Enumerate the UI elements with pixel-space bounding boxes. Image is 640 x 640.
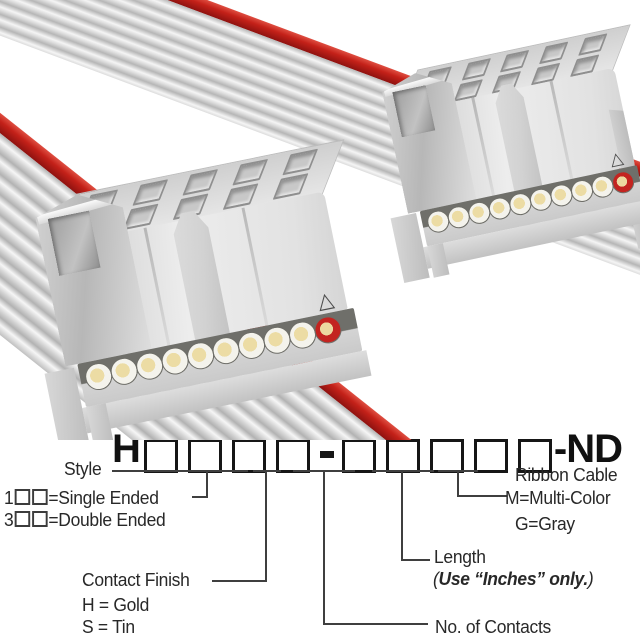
char-box (31, 489, 48, 505)
pn-box (517, 439, 552, 473)
wire-end (184, 339, 217, 372)
pin1-triangle-icon: △ (315, 287, 336, 314)
leader-line (323, 623, 428, 625)
wire-end (261, 324, 293, 357)
style-title: Style (64, 459, 102, 479)
pn-boxes-group1 (143, 430, 320, 473)
leader-line (265, 470, 267, 582)
leader-line (206, 470, 208, 498)
contact-finish-tin: S = Tin (82, 617, 135, 637)
leader-line (401, 470, 403, 561)
leader-line (457, 470, 459, 497)
wire-end (235, 329, 268, 362)
leader-line (457, 495, 507, 497)
ribbon-cable-title: Ribbon Cable (515, 465, 618, 485)
socket-hole (182, 169, 219, 196)
wire-end (108, 355, 141, 388)
socket-hole (500, 49, 530, 73)
leader-line (323, 470, 325, 625)
ribbon-cable-multicolor: M=Multi-Color (505, 488, 611, 508)
length-note: (Use “Inches” only.) (433, 569, 594, 589)
wire-end (210, 334, 243, 367)
polarization-key (162, 207, 238, 343)
leader-line (372, 470, 434, 472)
leader-line (192, 496, 208, 498)
contact-finish-title: Contact Finish (82, 570, 190, 590)
char-box (31, 511, 48, 527)
wire-end (159, 345, 192, 377)
char-box (14, 511, 30, 527)
style-option-single: 1=Single Ended (4, 488, 159, 508)
socket-hole (281, 148, 318, 176)
pn-box (341, 439, 376, 473)
socket-hole (461, 58, 491, 81)
wire-end-red-pin1 (610, 169, 637, 196)
pn-box (385, 439, 420, 473)
ribbon-cable-gray: G=Gray (515, 514, 575, 534)
leader-line (112, 470, 248, 472)
leader-line (212, 580, 267, 582)
pn-box (231, 439, 266, 473)
wire-end (133, 350, 166, 383)
wire-end (286, 319, 319, 351)
char-box (14, 489, 30, 505)
socket-hole (577, 33, 608, 56)
length-title: Length (434, 547, 486, 567)
pn-box (143, 439, 178, 473)
strain-relief-slot (48, 211, 101, 276)
pn-box (275, 439, 310, 473)
pn-box (187, 439, 222, 473)
wire-end-red-pin1 (312, 313, 344, 346)
pn-box (473, 439, 508, 473)
pn-box (429, 439, 464, 473)
product-photo: △ △ (0, 0, 640, 440)
leader-line (253, 470, 281, 472)
pn-boxes-group2 (341, 430, 552, 473)
pn-suffix: -ND (553, 427, 623, 471)
leader-line (401, 559, 430, 561)
strain-relief-slot (392, 85, 435, 137)
contacts-label: No. of Contacts (435, 617, 551, 637)
style-option-double: 3=Double Ended (4, 510, 166, 530)
polarization-key (486, 80, 549, 193)
socket-hole (232, 158, 268, 186)
wire-end (82, 360, 115, 393)
socket-hole (539, 41, 569, 65)
pn-separator-dash (319, 451, 334, 458)
socket-hole (132, 179, 169, 206)
contact-finish-gold: H = Gold (82, 595, 150, 615)
